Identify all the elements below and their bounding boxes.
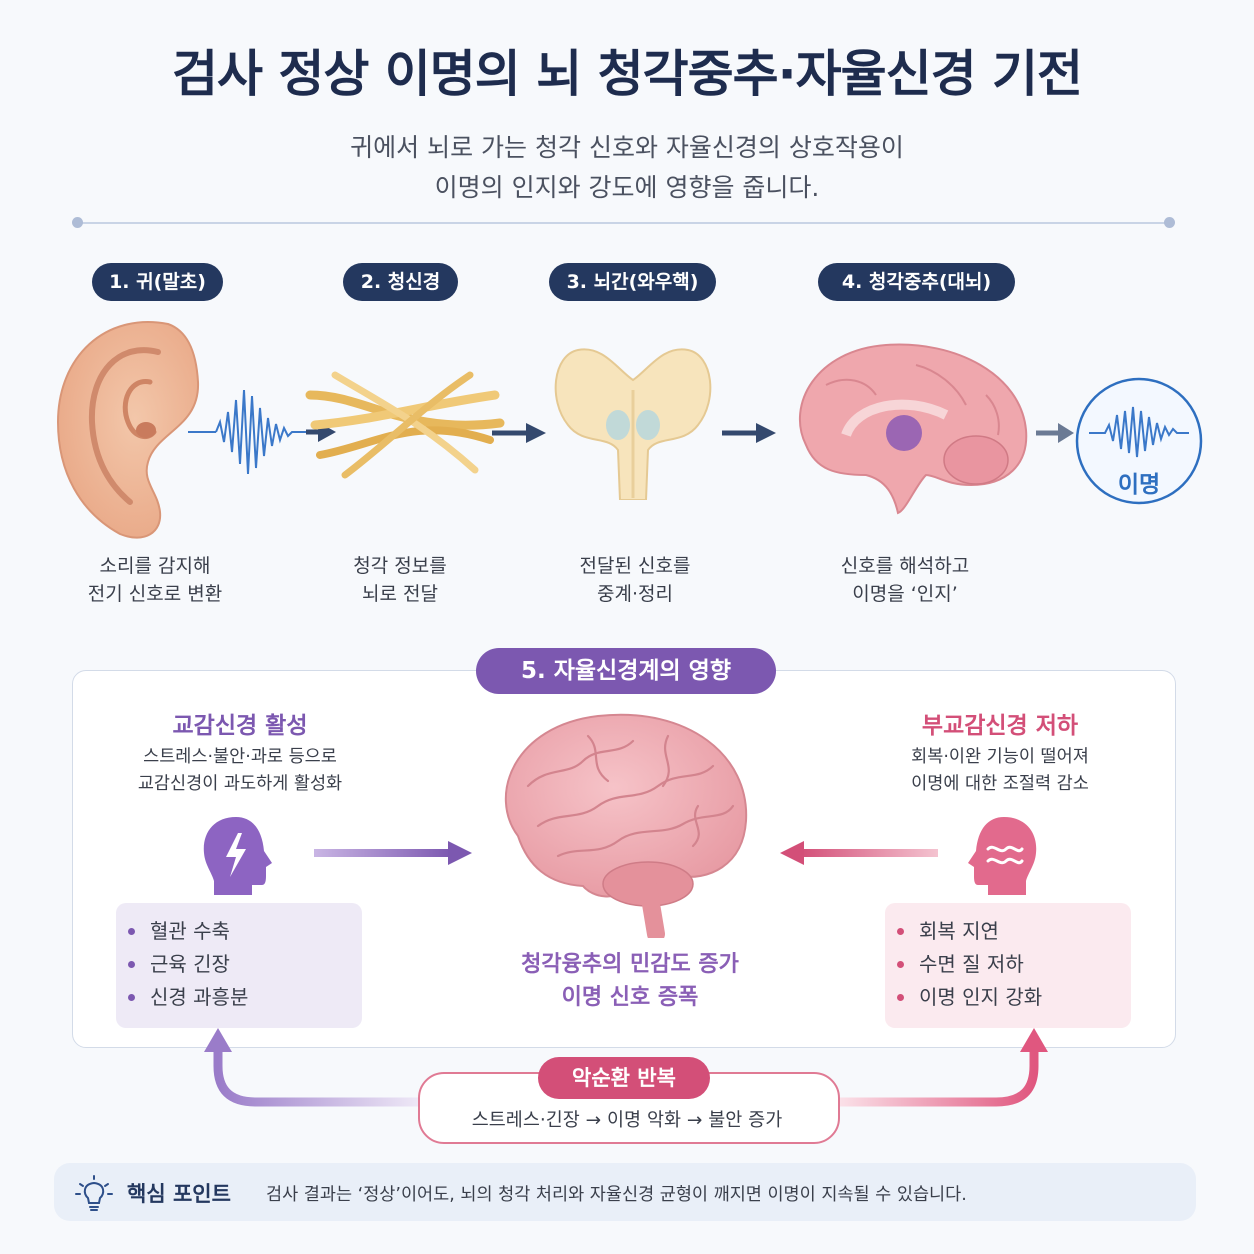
sympathetic-effect-text: 혈관 수축 (150, 919, 230, 943)
step-4-caption: 신호를 해석하고 이명을 ‘인지’ (810, 552, 1000, 608)
sympathetic-desc-line-2: 교감신경이 과도하게 활성화 (137, 774, 343, 794)
step-2-caption-line-2: 뇌로 전달 (362, 583, 438, 605)
parasympathetic-title: 부교감신경 저하 (921, 713, 1079, 739)
sympathetic-effect: 혈관 수축 (128, 915, 362, 948)
parasympathetic-effect: 수면 질 저하 (897, 948, 1131, 981)
step-3-caption-line-1: 전달된 신호를 (579, 555, 691, 577)
step-3-caption: 전달된 신호를 중계·정리 (540, 552, 730, 608)
parasympathetic-effect: 이명 인지 강화 (897, 981, 1131, 1014)
bullet (128, 994, 135, 1001)
key-point-text: 검사 결과는 ‘정상’이어도, 뇌의 청각 처리와 자율신경 균형이 깨지면 이… (266, 1185, 967, 1205)
center-effect-line-1: 청각융추의 민감도 증가 (521, 952, 739, 977)
step-1-caption: 소리를 감지해 전기 신호로 변환 (60, 552, 250, 608)
sympathetic-title: 교감신경 활성 (172, 713, 308, 739)
tinnitus-label: 이명 (1117, 472, 1161, 498)
step-4-label: 4. 청각중추(대뇌) (818, 263, 1015, 301)
divider-dot-left (72, 217, 83, 228)
parasympathetic-desc-line-2: 이명에 대한 조절력 감소 (911, 774, 1089, 794)
bullet (128, 928, 135, 935)
center-effect-line-2: 이명 신호 증폭 (561, 985, 699, 1010)
sympathetic-effects-box: 혈관 수축 근육 긴장 신경 과흥분 (116, 903, 362, 1028)
arrow-right-icon (722, 423, 776, 443)
stressed-head-icon (203, 817, 272, 895)
center-brain-illustration (504, 713, 748, 938)
sympathetic-effect: 근육 긴장 (128, 948, 362, 981)
step-2-label: 2. 청신경 (343, 263, 458, 301)
step-2-caption: 청각 정보를 뇌로 전달 (310, 552, 490, 608)
parasympathetic-effect-text: 수면 질 저하 (919, 952, 1024, 976)
key-point-bar (54, 1163, 1196, 1221)
subtitle-line-1: 귀에서 뇌로 가는 청각 신호와 자율신경의 상호작용이 (350, 133, 904, 162)
sympathetic-description: 스트레스·불안·과로 등으로 교감신경이 과도하게 활성화 (90, 744, 390, 798)
vicious-cycle-text: 스트레스·긴장 → 이명 악화 → 불안 증가 (471, 1110, 783, 1131)
step-2-caption-line-1: 청각 정보를 (353, 555, 447, 577)
autonomic-section-label: 5. 자율신경계의 영향 (476, 648, 776, 694)
arrow-right-icon (1036, 423, 1074, 443)
sympathetic-effect-text: 근육 긴장 (150, 952, 230, 976)
parasympathetic-effects-box: 회복 지연 수면 질 저하 이명 인지 강화 (885, 903, 1131, 1028)
center-effect-text: 청각융추의 민감도 증가 이명 신호 증폭 (470, 948, 790, 1014)
step-3-caption-line-2: 중계·정리 (597, 583, 673, 605)
step-1-label: 1. 귀(말초) (92, 263, 223, 301)
arrow-to-brain-left (314, 841, 472, 865)
subtitle: 귀에서 뇌로 가는 청각 신호와 자율신경의 상호작용이 이명의 인지와 강도에… (0, 128, 1254, 208)
sympathetic-effect-text: 신경 과흥분 (150, 985, 249, 1009)
divider-dot-right (1164, 217, 1175, 228)
step-4-caption-line-2: 이명을 ‘인지’ (852, 583, 958, 605)
tired-head-icon (968, 817, 1037, 895)
sympathetic-effect: 신경 과흥분 (128, 981, 362, 1014)
parasympathetic-effect-text: 회복 지연 (919, 919, 999, 943)
parasympathetic-effect: 회복 지연 (897, 915, 1131, 948)
vicious-cycle-label: 악순환 반복 (538, 1057, 710, 1099)
arrow-right-icon (492, 423, 546, 443)
sympathetic-desc-line-1: 스트레스·불안·과로 등으로 (143, 747, 337, 767)
step-1-caption-line-1: 소리를 감지해 (99, 555, 211, 577)
auditory-nerve-illustration (305, 371, 505, 479)
page-title: 검사 정상 이명의 뇌 청각중추·자율신경 기전 (171, 45, 1083, 103)
divider (78, 222, 1172, 224)
ear-illustration (56, 321, 200, 539)
lightbulb-icon (75, 1175, 113, 1211)
auditory-cortex-brain-illustration (798, 343, 1028, 515)
key-point-label: 핵심 포인트 (127, 1182, 231, 1206)
parasympathetic-desc-line-1: 회복·이완 기능이 떨어져 (911, 747, 1089, 767)
vicious-cycle-arrows (204, 1028, 1048, 1107)
arrow-to-brain-right (780, 841, 938, 865)
step-1-caption-line-2: 전기 신호로 변환 (87, 583, 223, 605)
step-3-label: 3. 뇌간(와우핵) (549, 263, 716, 301)
step-4-caption-line-1: 신호를 해석하고 (840, 555, 970, 577)
bullet (897, 928, 904, 935)
parasympathetic-effect-text: 이명 인지 강화 (919, 985, 1043, 1009)
tinnitus-circle (1075, 377, 1203, 505)
bullet (128, 961, 135, 968)
subtitle-line-2: 이명의 인지와 강도에 영향을 줍니다. (434, 173, 820, 202)
parasympathetic-description: 회복·이완 기능이 떨어져 이명에 대한 조절력 감소 (850, 744, 1150, 798)
bullet (897, 961, 904, 968)
brainstem-illustration (554, 348, 712, 500)
bullet (897, 994, 904, 1001)
